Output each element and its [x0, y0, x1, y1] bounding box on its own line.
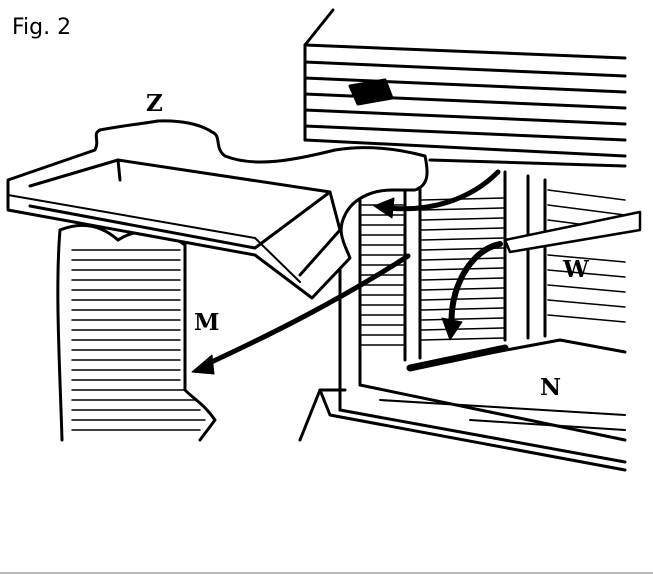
column-hatching [71, 249, 206, 431]
bottom-divider [0, 572, 653, 574]
figure-title: Fig. 2 [12, 15, 72, 40]
tray [6, 119, 429, 300]
arrow-to-m [202, 253, 411, 368]
label-m: M [194, 309, 219, 336]
label-w: W [562, 256, 590, 283]
cabinet-back-hatching [361, 189, 626, 346]
pointer-bar [503, 210, 642, 254]
column [56, 223, 217, 442]
arrows [202, 169, 642, 368]
label-n: N [540, 374, 561, 401]
arrowheads [191, 197, 463, 375]
label-z: Z [146, 90, 163, 117]
arrow-down [448, 241, 503, 333]
arrow-top [385, 169, 501, 212]
